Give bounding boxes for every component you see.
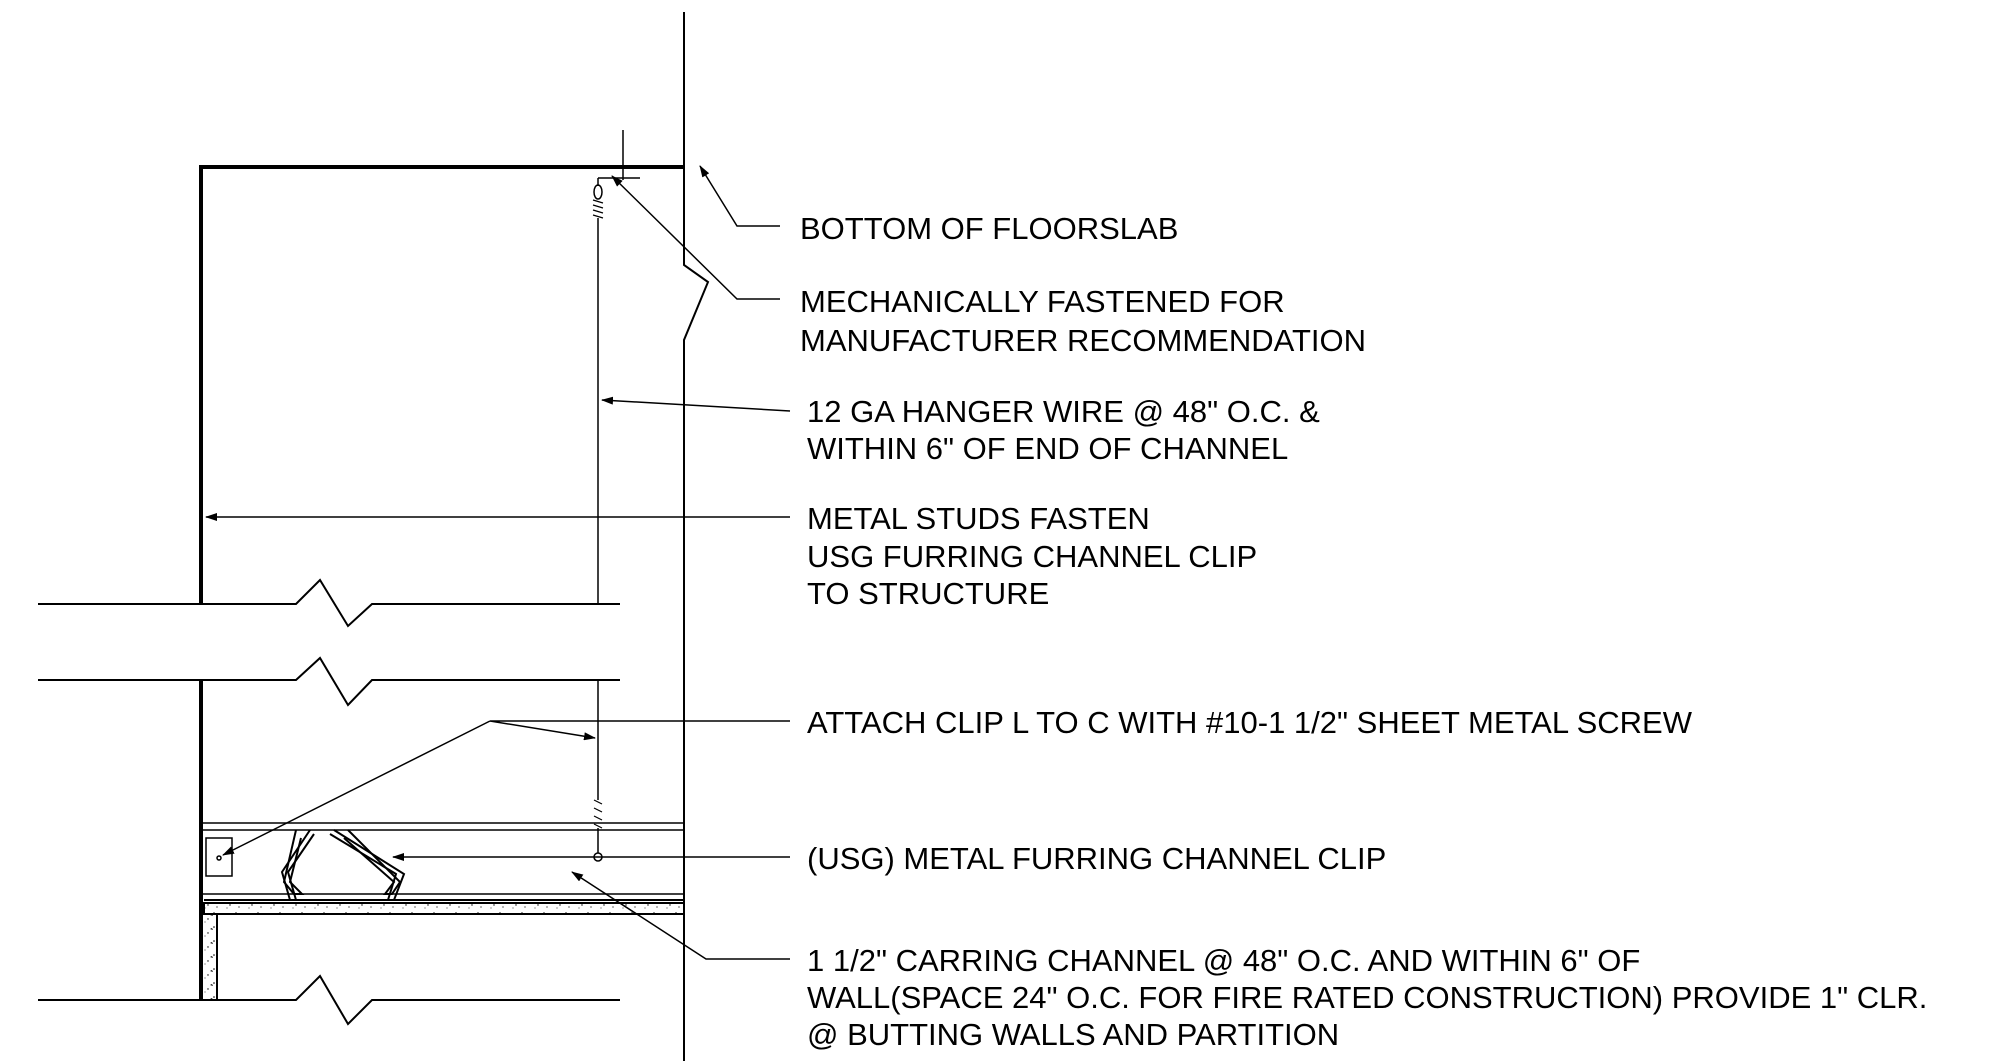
annotation-floorslab: BOTTOM OF FLOORSLAB	[800, 211, 1178, 246]
annotation-carrying-channel-line2: WALL(SPACE 24" O.C. FOR FIRE RATED CONST…	[807, 980, 1927, 1015]
break-line-middle	[38, 656, 620, 707]
break-line-upper	[38, 578, 620, 628]
annotation-floorslab-line1: BOTTOM OF FLOORSLAB	[800, 211, 1178, 246]
annotation-fastened-line1: MECHANICALLY FASTENED FOR	[800, 284, 1285, 319]
annotation-metal-studs-line1: METAL STUDS FASTEN	[807, 501, 1150, 536]
leader-floorslab	[699, 165, 780, 227]
structure-wall-line	[683, 12, 710, 1061]
hanger-wire	[592, 130, 640, 862]
leader-hanger-wire	[601, 396, 791, 412]
annotation-carrying-channel-line1: 1 1/2" CARRING CHANNEL @ 48" O.C. AND WI…	[807, 943, 1640, 978]
carrying-channel	[201, 822, 684, 895]
annotation-fastened-line2: MANUFACTURER RECOMMENDATION	[800, 323, 1366, 358]
annotation-metal-studs: METAL STUDS FASTEN USG FURRING CHANNEL C…	[807, 501, 1257, 611]
annotation-carrying-channel: 1 1/2" CARRING CHANNEL @ 48" O.C. AND WI…	[807, 943, 1927, 1052]
clip-l	[205, 837, 233, 877]
ceiling-panel	[203, 899, 685, 915]
annotation-furring-clip: (USG) METAL FURRING CHANNEL CLIP	[807, 841, 1386, 876]
annotation-carrying-channel-line3: @ BUTTING WALLS AND PARTITION	[807, 1017, 1339, 1052]
leader-carrying-channel	[571, 871, 790, 960]
annotation-metal-studs-line2: USG FURRING CHANNEL CLIP	[807, 539, 1257, 574]
annotation-hanger-wire-line1: 12 GA HANGER WIRE @ 48" O.C. &	[807, 394, 1320, 429]
annotation-metal-studs-line3: TO STRUCTURE	[807, 576, 1049, 611]
annotation-fastened: MECHANICALLY FASTENED FOR MANUFACTURER R…	[800, 284, 1366, 358]
annotation-attach-clip: ATTACH CLIP L TO C WITH #10-1 1/2" SHEET…	[807, 705, 1693, 740]
annotation-attach-clip-line1: ATTACH CLIP L TO C WITH #10-1 1/2" SHEET…	[807, 705, 1693, 740]
furring-channel-clip	[280, 829, 406, 901]
leader-attach-clip	[222, 720, 790, 856]
leader-fastened	[611, 175, 780, 300]
annotation-hanger-wire-line2: WITHIN 6" OF END OF CHANNEL	[807, 431, 1288, 466]
annotation-furring-clip-line1: (USG) METAL FURRING CHANNEL CLIP	[807, 841, 1386, 876]
metal-stud	[199, 165, 218, 1000]
annotation-hanger-wire: 12 GA HANGER WIRE @ 48" O.C. & WITHIN 6"…	[807, 394, 1320, 466]
break-line-lower	[38, 974, 620, 1026]
